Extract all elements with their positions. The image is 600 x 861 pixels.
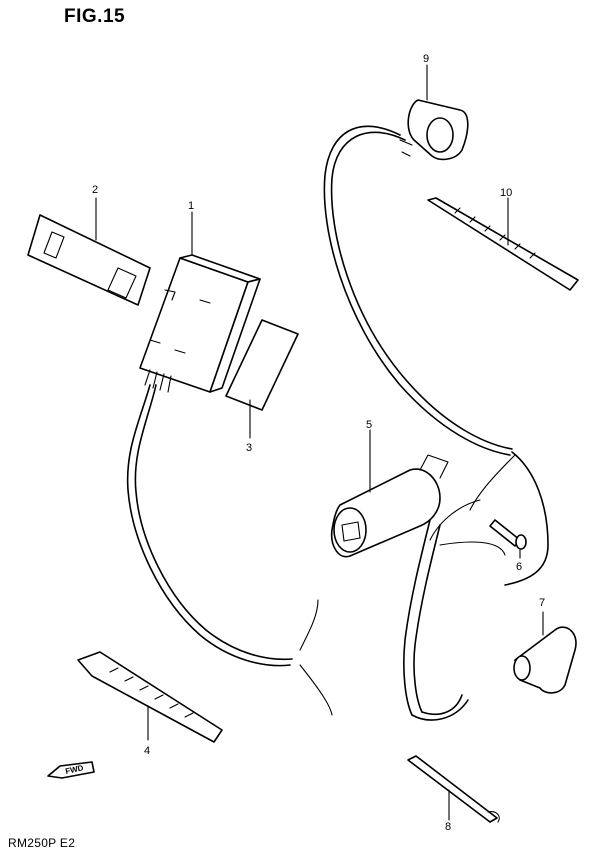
fwd-arrow-icon: FWD — [47, 761, 95, 779]
part-3-cushion-pad — [225, 319, 299, 411]
part-1-cdi-unit — [139, 254, 261, 393]
part-10-harness-band — [427, 197, 579, 291]
callout-9: 9 — [423, 53, 429, 65]
part-7-plug-cap — [513, 626, 577, 694]
fwd-label: FWD — [65, 763, 85, 776]
callout-7: 7 — [539, 597, 545, 609]
part-6-bolt — [489, 519, 527, 550]
callout-4: 4 — [144, 745, 150, 757]
callout-1: 1 — [188, 200, 194, 212]
callout-10: 10 — [500, 187, 512, 199]
callout-2: 2 — [92, 184, 98, 196]
figure-title: FIG.15 — [64, 6, 126, 27]
part-5-ignition-coil — [330, 454, 449, 558]
callout-8: 8 — [445, 821, 451, 833]
callout-5: 5 — [366, 419, 372, 431]
part-4-clamp-band — [77, 651, 223, 743]
wiring-harness — [126, 125, 549, 721]
part-9-kill-switch — [399, 99, 469, 161]
part-2-rubber-strap — [27, 214, 151, 306]
callout-3: 3 — [246, 442, 252, 454]
part-8-cable-tie — [407, 755, 500, 823]
callout-6: 6 — [516, 561, 522, 573]
leader-lines — [95, 64, 544, 821]
model-code: RM250P E2 — [8, 836, 76, 850]
